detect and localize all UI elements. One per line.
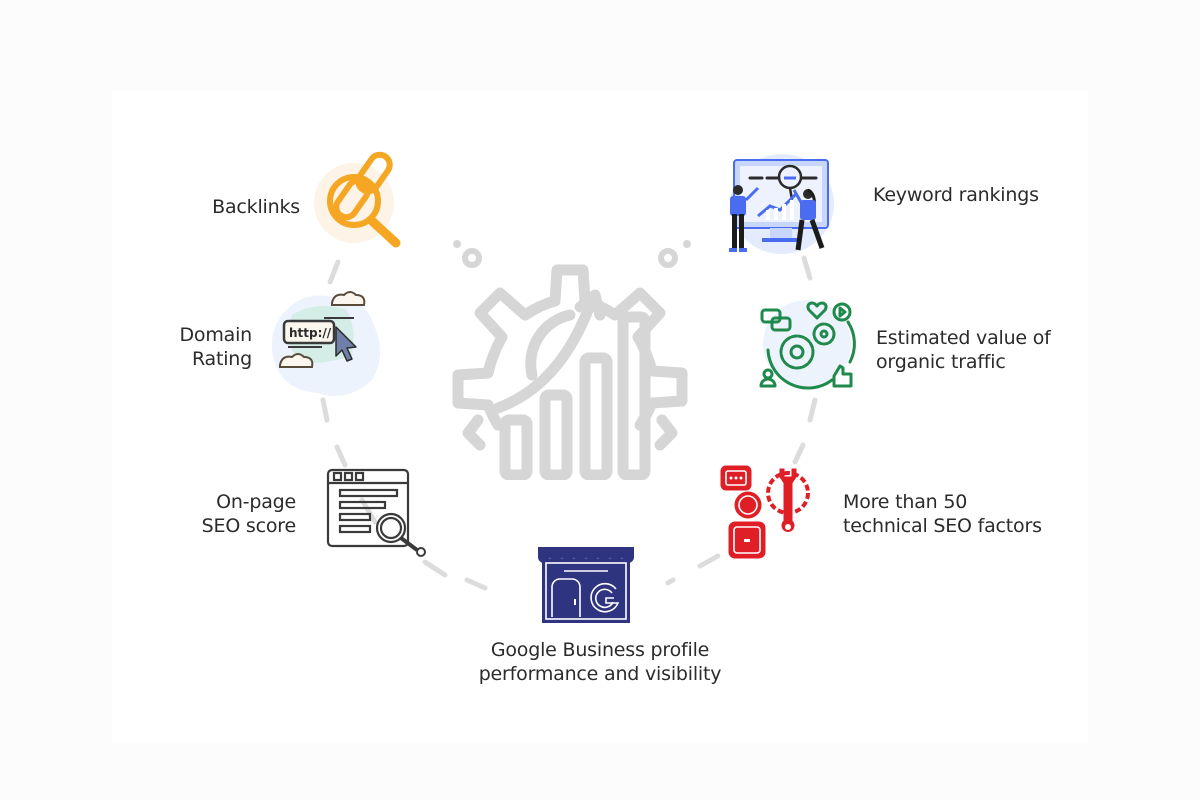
organic-traffic-label-line1: Estimated value of [876, 327, 1051, 349]
domain-rating-label: Domain Rating [150, 323, 252, 371]
onpage-seo-label: On-page SEO score [170, 490, 297, 538]
organic-traffic-label-line2: organic traffic [876, 351, 1006, 373]
keyword-rankings-label: Keyword rankings [873, 184, 1039, 206]
engineer-wrench-gear-icon [720, 465, 810, 559]
gear-growth-chart-icon [452, 240, 691, 480]
diagram-panel [112, 90, 1088, 743]
browser-url-cursor-icon: http:// [271, 291, 381, 397]
organic-traffic-label: Estimated value of organic traffic [876, 326, 1086, 374]
webpage-magnifier-icon [326, 468, 426, 557]
google-business-label-line1: Google Business profile [490, 639, 710, 661]
technical-seo-label-line2: technical SEO factors [843, 515, 1042, 537]
technical-seo-label: More than 50 technical SEO factors [843, 490, 1073, 538]
domain-rating-label-line2: Rating [191, 348, 252, 370]
backlinks-label: Backlinks [212, 196, 300, 218]
onpage-seo-label-line2: SEO score [201, 515, 297, 537]
domain-rating-label-line1: Domain [179, 324, 252, 346]
technical-seo-label-line1: More than 50 [843, 491, 968, 513]
google-business-label-line2: performance and visibility [478, 663, 722, 685]
onpage-seo-label-line1: On-page [216, 491, 296, 513]
people-analytics-monitor-icon [729, 154, 834, 254]
storefront-google-icon [538, 547, 634, 623]
chain-link-magnifier-icon [314, 151, 401, 248]
gears-social-engagement-icon [759, 300, 856, 390]
svg-text:http://: http:// [289, 326, 332, 340]
google-business-label: Google Business profile performance and … [450, 638, 750, 686]
